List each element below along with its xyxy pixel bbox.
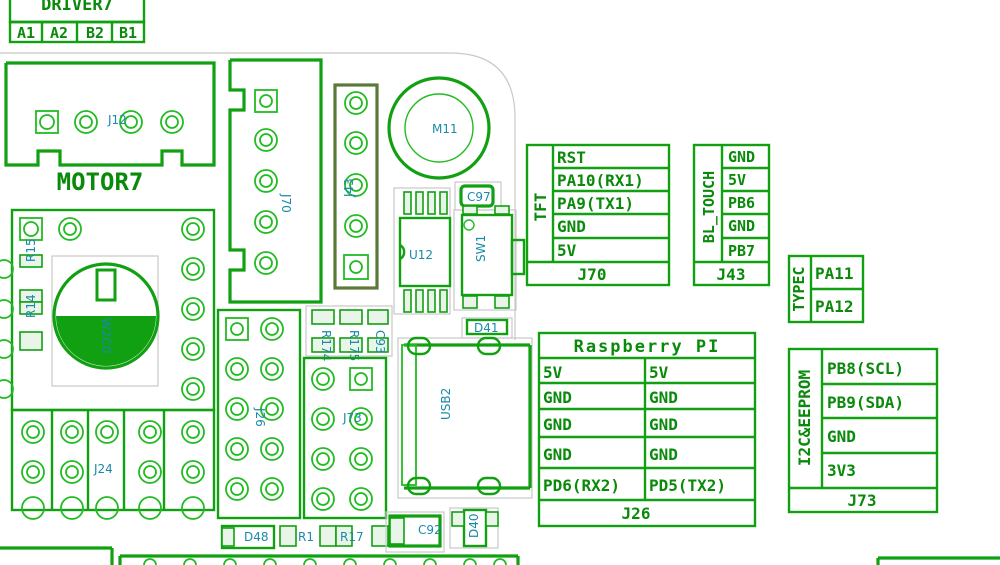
sw1-switch: SW1	[453, 205, 526, 311]
tft-table: TFT RST PA10(RX1) PA9(TX1) GND 5V J70	[525, 143, 671, 287]
eeprom-table: I2C&EEPROM PB8(SCL) PB9(SDA) GND 3V3 J73	[787, 347, 939, 514]
typec-pin-1: PA11	[815, 264, 854, 283]
raspberry-table: Raspberry PI 5V GND GND GND PD6(RX2) 5V …	[537, 331, 757, 528]
tft-pin-2: PA10(RX1)	[557, 171, 644, 190]
small-resistors: R174 R175 C93	[305, 305, 393, 361]
ref-j26: J26	[253, 407, 267, 427]
bltouch-title: BL_TOUCH	[700, 171, 718, 243]
bltouch-pin-3: PB6	[728, 194, 755, 212]
eeprom-pin-4: 3V3	[827, 461, 856, 480]
ref-m11: M11	[432, 122, 458, 136]
rpi-right-5: PD5(TX2)	[649, 476, 726, 495]
ref-r15: R15	[24, 238, 38, 262]
eeprom-pin-3: GND	[827, 427, 856, 446]
bltouch-pin-1: GND	[728, 148, 755, 166]
typec-table: TYPEC PA11 PA12	[787, 254, 865, 324]
driver-pin-b2: B2	[86, 24, 104, 42]
eeprom-pin-2: PB9(SDA)	[827, 393, 904, 412]
j43-connector: J43	[333, 83, 379, 290]
j24-header: J24	[10, 408, 216, 520]
typec-pin-2: PA12	[815, 297, 854, 316]
ref-c97: C97	[467, 190, 491, 204]
driver-pin-a2: A2	[50, 24, 68, 42]
motor-label: MOTOR7	[57, 168, 144, 196]
rpi-left-5: PD6(RX2)	[543, 476, 620, 495]
motor7-connector: J12 MOTOR7	[4, 61, 216, 196]
j26-header: J26	[216, 308, 302, 520]
rpi-left-1: 5V	[543, 363, 563, 382]
tft-pin-1: RST	[557, 148, 586, 167]
m11-buzzer: M11	[387, 76, 491, 180]
left-components: R15 R14 W2C0	[0, 208, 216, 412]
rpi-left-3: GND	[543, 415, 572, 434]
driver-label: DRIVER7	[41, 0, 113, 15]
rpi-right-2: GND	[649, 388, 678, 407]
rpi-right-4: GND	[649, 445, 678, 464]
eeprom-pin-1: PB8(SCL)	[827, 359, 904, 378]
j70-connector: J70	[228, 58, 323, 304]
raspberry-title: Raspberry PI	[574, 337, 721, 357]
ref-c93: C93	[373, 330, 387, 354]
rpi-right-1: 5V	[649, 363, 669, 382]
bltouch-table: BL_TOUCH GND 5V PB6 GND PB7 J43	[692, 143, 771, 287]
ref-r17: R17	[340, 530, 364, 544]
ref-d48: D48	[244, 530, 269, 544]
ref-j70: J70	[279, 193, 293, 213]
tft-pin-3: PA9(TX1)	[557, 194, 634, 213]
ref-j73: J73	[342, 411, 362, 425]
tft-pin-5: 5V	[557, 241, 577, 260]
usb2-connector: USB2	[397, 336, 533, 499]
ref-r14: R14	[24, 294, 38, 318]
typec-title: TYPEC	[790, 266, 808, 311]
rpi-left-4: GND	[543, 445, 572, 464]
ref-j24: J24	[93, 462, 113, 476]
ref-d41: D41	[474, 321, 499, 335]
ref-j43: J43	[342, 178, 356, 198]
ref-c92: C92	[418, 523, 442, 537]
driver-pin-b1: B1	[119, 24, 137, 42]
raspberry-connector: J26	[622, 504, 651, 523]
bltouch-pin-5: PB7	[728, 242, 755, 260]
tft-connector: J70	[578, 265, 607, 284]
bltouch-pin-2: 5V	[728, 171, 746, 189]
tft-pin-4: GND	[557, 217, 586, 236]
ref-u12: U12	[409, 248, 433, 262]
u12-chip: U12	[393, 187, 452, 315]
bottom-components: D48 R1 R17 C92 D40	[0, 507, 1000, 565]
ref-usb2: USB2	[439, 388, 453, 420]
driver-pin-a1: A1	[17, 24, 35, 42]
rpi-right-3: GND	[649, 415, 678, 434]
c97-cap: C97	[454, 181, 502, 211]
d41-diode: D41	[461, 317, 513, 339]
ref-d40: D40	[467, 513, 481, 538]
rpi-left-2: GND	[543, 388, 572, 407]
eeprom-connector: J73	[848, 491, 877, 510]
ref-w2c0: W2C0	[99, 318, 113, 354]
board-outline	[0, 52, 516, 340]
driver7-block: DRIVER7 A1 A2 B2 B1	[8, 0, 146, 44]
bltouch-pin-4: GND	[728, 217, 755, 235]
j73-header: J73	[302, 356, 388, 520]
eeprom-title: I2C&EEPROM	[795, 370, 814, 466]
tft-title: TFT	[531, 193, 550, 222]
ref-sw1: SW1	[474, 235, 488, 262]
bltouch-connector: J43	[717, 265, 746, 284]
ref-r174: R174	[319, 330, 333, 361]
ref-j12: J12	[107, 113, 127, 127]
ref-r175: R175	[347, 330, 361, 361]
ref-r1: R1	[298, 530, 314, 544]
